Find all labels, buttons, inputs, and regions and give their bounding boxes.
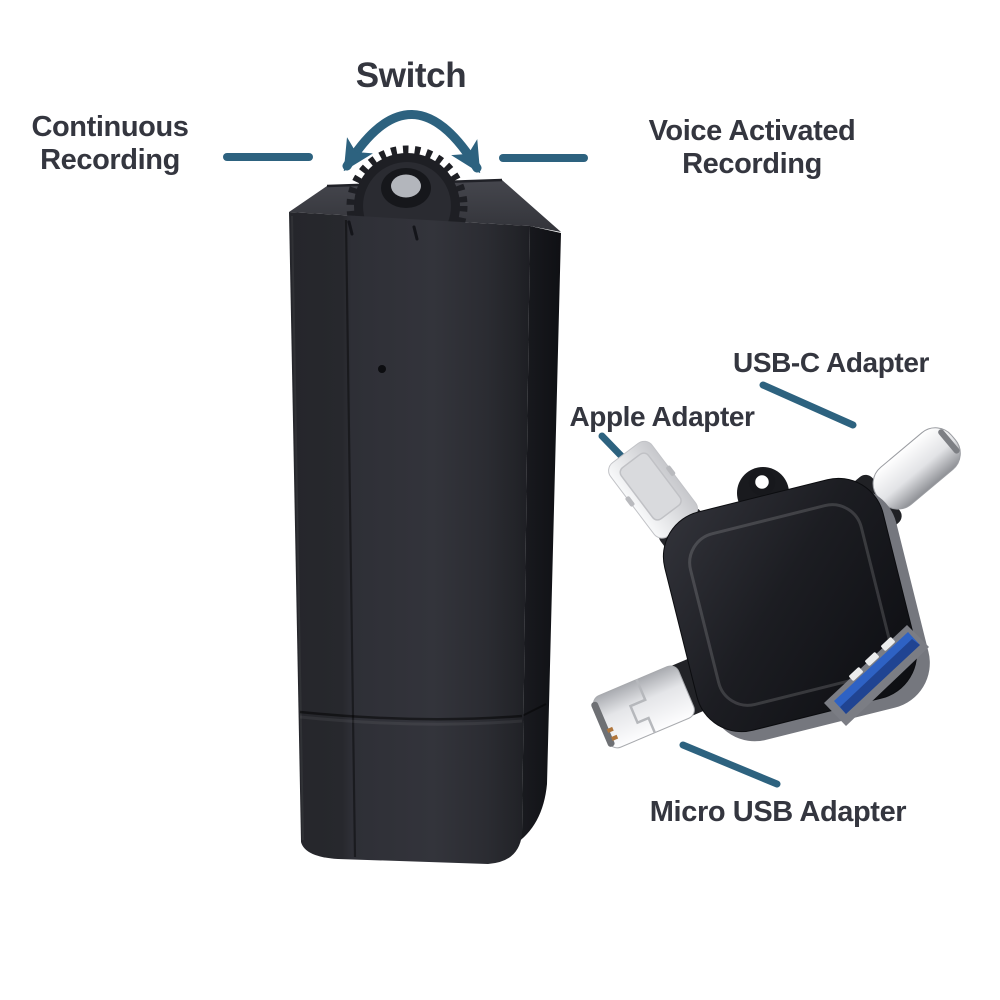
usbc-adapter-label: USB-C Adapter xyxy=(733,347,929,378)
micro-usb-contact-1 xyxy=(611,734,619,741)
recorder-cap-seam-highlight xyxy=(299,715,523,726)
apple-adapter-label: Apple Adapter xyxy=(569,401,755,432)
micro-usb-tip-edge xyxy=(591,701,615,747)
switch-label: Switch xyxy=(355,56,467,95)
recorder-side-cap-seam xyxy=(521,703,547,717)
usb-a-pin-2 xyxy=(865,652,879,666)
adapter-molding-line xyxy=(688,503,892,707)
usb-a-port xyxy=(824,625,929,726)
recorder-side-face xyxy=(514,226,561,845)
microphone-hole xyxy=(378,365,386,373)
three-in-one-adapter xyxy=(591,427,961,749)
top-mold-mark-2 xyxy=(412,225,419,241)
usb-a-blue-insert xyxy=(834,632,920,714)
usb-a-pin-3 xyxy=(881,637,895,651)
micro-usb-contact-2 xyxy=(606,726,614,733)
micro-usb-pointer-line xyxy=(679,741,781,788)
adapter-body xyxy=(662,477,918,733)
knob-lanyard-hole xyxy=(391,174,421,198)
usb-a-port-shadow xyxy=(840,639,920,714)
voice-recorder-device xyxy=(289,145,561,864)
continuous-recording-label: Continuous Recording xyxy=(31,111,189,176)
recorder-cap-seam xyxy=(299,710,523,721)
micro-usb-adapter-label: Micro USB Adapter xyxy=(649,796,907,828)
usb-a-pin-1 xyxy=(849,667,863,681)
usb-c-tip-opening xyxy=(938,429,960,454)
usbc-adapter-pointer-line xyxy=(759,381,857,429)
lightning-contact-plate xyxy=(619,452,682,521)
rotation-arrow xyxy=(342,110,482,174)
top-mold-mark-1 xyxy=(347,220,354,236)
lightning-side-notch-right xyxy=(666,465,676,476)
voice-activated-recording-label: Voice Activated Recording xyxy=(648,115,856,180)
recorder-front-seam xyxy=(344,219,357,858)
lightning-side-notch-left xyxy=(625,496,635,507)
recorder-left-edge-highlight xyxy=(291,215,304,841)
adapter-lanyard-hole xyxy=(748,468,776,496)
micro-usb-step-seam xyxy=(628,679,656,734)
recorder-front-face xyxy=(289,212,530,864)
